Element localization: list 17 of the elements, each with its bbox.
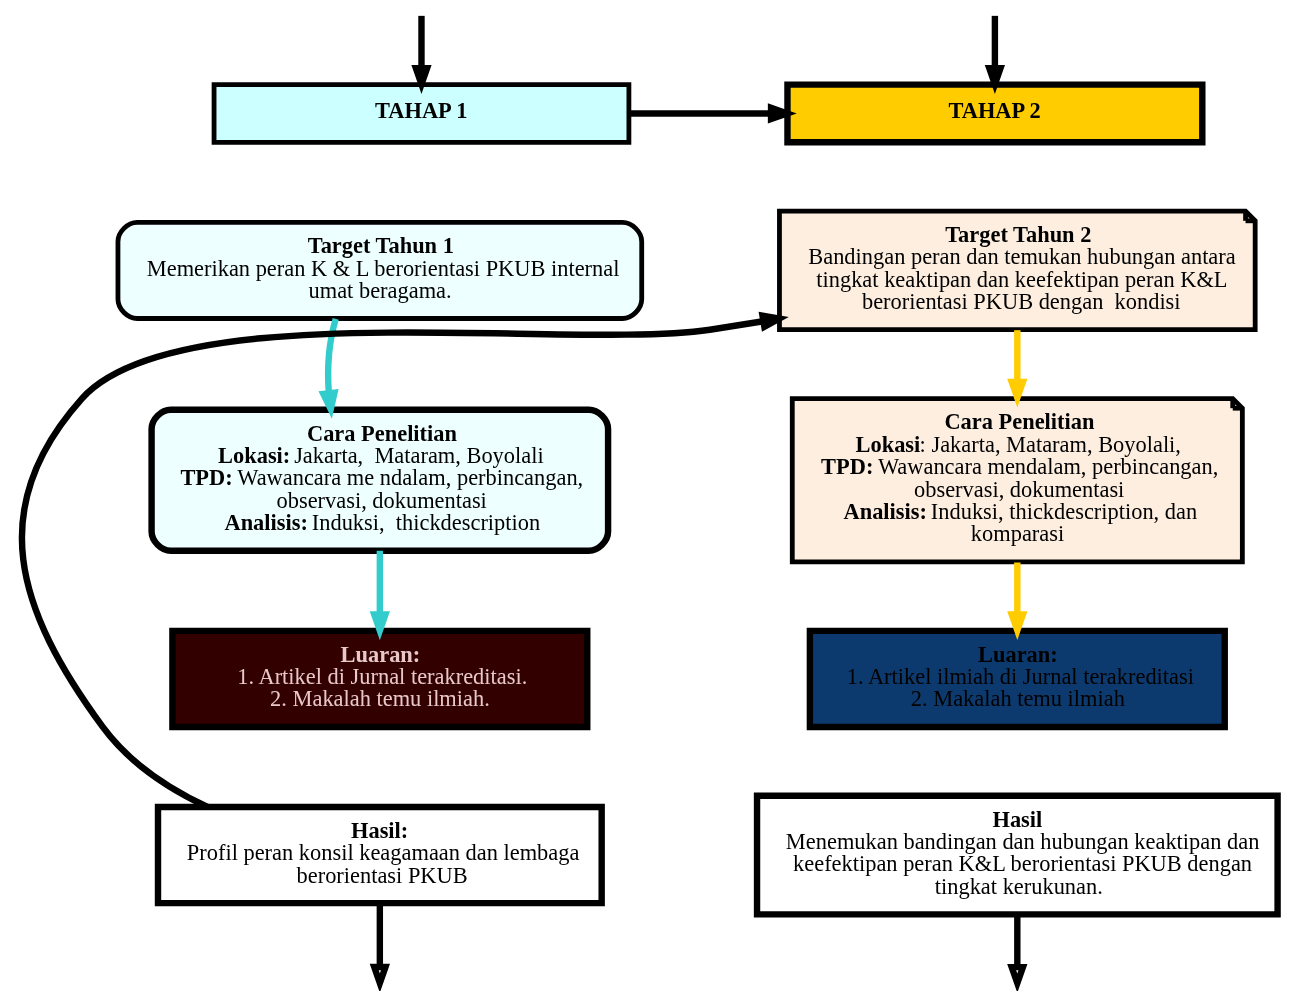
- arrow: [1007, 914, 1028, 991]
- arrow: [369, 903, 390, 991]
- node-box: Hasil Menemukan bandingan dan hubungan keaktipan dan keefektipan peran K&L berorientasi PKUB dengan tingkat kerukunan.: [753, 792, 1281, 918]
- arrow: [629, 103, 797, 124]
- node-box: Hasil: Profil peran konsil keagamaan dan lembaga berorientasi PKUB: [154, 803, 605, 907]
- arrow: [318, 318, 339, 419]
- node-box: Luaran: 1. Artikel di Jurnal terakreditasi. 2. Makalah temu ilmiah.: [169, 627, 591, 731]
- arrow: [1007, 562, 1028, 641]
- arrow: [369, 550, 390, 641]
- node-box: TAHAP 2: [784, 81, 1206, 146]
- arrow: [411, 15, 432, 95]
- arrow: [1007, 330, 1028, 408]
- node-box: Target Tahun 1 Memerikan peran K & L berorientasi PKUB internal umat beragama.: [115, 220, 645, 321]
- node-box: Cara Penelitian Lokasi: Jakarta, Mataram, Boyolali TPD: Wawancara me ndalam, perbincangan, observasi, dokumentasi Analisis: Induksi, thickdescription: [148, 406, 612, 554]
- node-box: Luaran: 1. Artikel ilmiah di Jurnal terakreditasi 2. Makalah temu ilmiah: [806, 627, 1228, 731]
- arrow: [984, 15, 1005, 95]
- node-box: TAHAP 1: [211, 82, 632, 145]
